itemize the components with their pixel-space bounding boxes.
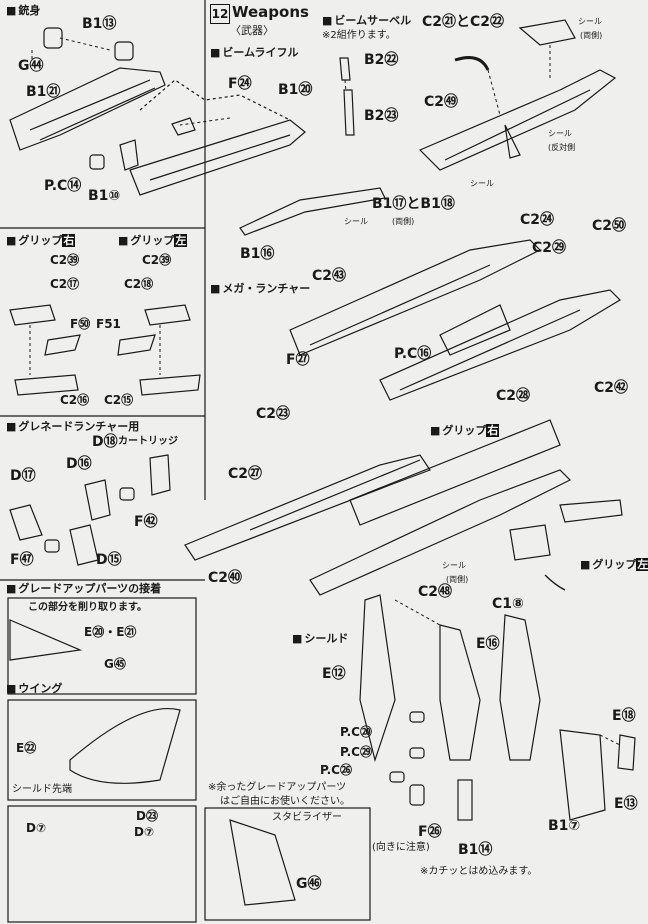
part-b1-7: B1⑦: [548, 818, 581, 834]
section-shield: シールド: [292, 632, 348, 645]
note-cut-part: この部分を削り取ります。: [28, 602, 147, 613]
section-gun-body: 銃身: [6, 4, 40, 17]
part-g46: G㊻: [296, 876, 322, 892]
part-d18: D⑱: [92, 434, 118, 450]
part-b1-14: B1⑭: [458, 842, 493, 858]
note-two-sets: ※2組作ります。: [322, 30, 396, 41]
sticker-label-2: シール: [548, 129, 572, 138]
part-b1-20: B1⑳: [278, 82, 313, 98]
sticker-both-1: (両側): [580, 31, 603, 40]
section-beam-saber: ビームサーベル: [322, 14, 411, 27]
part-c2-43: C2㊸: [312, 268, 347, 284]
part-c1-8: C1⑧: [492, 596, 524, 612]
part-b1-16: B1⑯: [240, 246, 275, 262]
part-b2-23: B2㉓: [364, 108, 399, 124]
note-orientation: (向きに注意): [372, 842, 430, 853]
section-mega-launcher: メガ・ランチャー: [210, 282, 310, 295]
part-e13: E⑬: [614, 796, 638, 812]
part-d7-a: D⑦: [26, 821, 47, 835]
section-gradeup: グレードアップパーツの接着: [6, 582, 161, 595]
part-g45: G㊺: [104, 657, 126, 671]
part-c2-50: C2㊿: [592, 218, 627, 234]
section-grip-right-2: グリップ右: [430, 424, 500, 437]
part-c2-24: C2㉔: [520, 212, 555, 228]
sticker-opposite: (反対側: [548, 143, 576, 152]
part-c2-49: C2㊾: [424, 94, 459, 110]
part-f26: F㉖: [418, 824, 442, 840]
part-f42: F㊷: [134, 514, 158, 530]
section-grip-right: グリップ右: [6, 234, 76, 247]
part-f27: F㉗: [286, 352, 310, 368]
sticker-label-4: シール: [344, 217, 368, 226]
part-pc14: P.C⑭: [44, 178, 82, 194]
step-number: 12: [210, 4, 230, 24]
part-c2-15: C2⑮: [104, 393, 134, 407]
part-c2-23: C2㉓: [256, 406, 291, 422]
part-d7-b: D⑦: [134, 825, 155, 839]
part-b1-17-18: B1⑰とB1⑱: [372, 196, 455, 212]
part-e16: E⑯: [476, 636, 500, 652]
part-e18: E⑱: [612, 708, 636, 724]
sticker-label-1: シール: [578, 17, 602, 26]
part-f50: F㊿: [70, 317, 91, 331]
part-d23: D㉓: [136, 809, 158, 823]
part-b1-13: B1⑬: [82, 16, 117, 32]
sticker-both-5: (両側): [446, 575, 469, 584]
part-f24: F㉔: [228, 76, 252, 92]
part-c2-16: C2⑯: [60, 393, 90, 407]
part-b2-22: B2㉒: [364, 52, 399, 68]
note-snap: ※カチッとはめ込みます。: [420, 866, 538, 877]
part-pc20: P.C⑳: [340, 725, 372, 739]
part-c2-39-b: C2㊴: [142, 253, 172, 267]
section-grip-left: グリップ左: [118, 234, 188, 247]
sticker-label-3: シール: [470, 179, 494, 188]
part-e20-e21: E⑳・E㉑: [84, 625, 137, 639]
part-d15: D⑮: [96, 552, 122, 568]
part-c2-21-22: C2㉑とC2㉒: [422, 14, 505, 30]
part-pc29: P.C㉙: [340, 745, 372, 759]
part-c2-27: C2㉗: [228, 466, 263, 482]
part-f51: F51: [96, 317, 121, 331]
label-stabilizer: スタビライザー: [272, 812, 342, 823]
part-g44: G㊹: [18, 58, 44, 74]
part-c2-48: C2㊽: [418, 584, 453, 600]
note-leftover-1: ※余ったグレードアップパーツ: [208, 782, 347, 793]
part-c2-17: C2⑰: [50, 277, 80, 291]
part-c2-42: C2㊷: [594, 380, 629, 396]
part-d17: D⑰: [10, 468, 36, 484]
part-b1-10: B1⑩: [88, 188, 121, 204]
part-d16: D⑯: [66, 456, 92, 472]
part-e22: E㉒: [16, 741, 37, 755]
part-c2-39-a: C2㊴: [50, 253, 80, 267]
part-c2-40: C2㊵: [208, 570, 243, 586]
step-subtitle: 〈武器〉: [230, 24, 274, 37]
label-cartridge: カートリッジ: [118, 436, 178, 447]
step-title: Weapons: [232, 3, 309, 21]
part-c2-28: C2㉘: [496, 388, 531, 404]
sticker-label-5: シール: [442, 561, 466, 570]
note-leftover-2: はご自由にお使いください。: [220, 796, 350, 807]
sticker-both-4: (両側): [392, 217, 415, 226]
section-beam-rifle: ビームライフル: [210, 46, 298, 59]
part-b1-21: B1㉑: [26, 84, 61, 100]
part-f47: F㊼: [10, 552, 34, 568]
section-wing: ウイング: [6, 682, 62, 695]
section-grip-left-2: グリップ左: [580, 558, 648, 571]
label-shield-tip: シールド先端: [12, 784, 72, 795]
part-pc26: P.C㉖: [320, 763, 352, 777]
part-c2-18: C2⑱: [124, 277, 154, 291]
part-c2-29: C2㉙: [532, 240, 567, 256]
part-e12: E⑫: [322, 666, 346, 682]
section-grenade: グレネードランチャー用: [6, 420, 139, 433]
part-pc16: P.C⑯: [394, 346, 432, 362]
